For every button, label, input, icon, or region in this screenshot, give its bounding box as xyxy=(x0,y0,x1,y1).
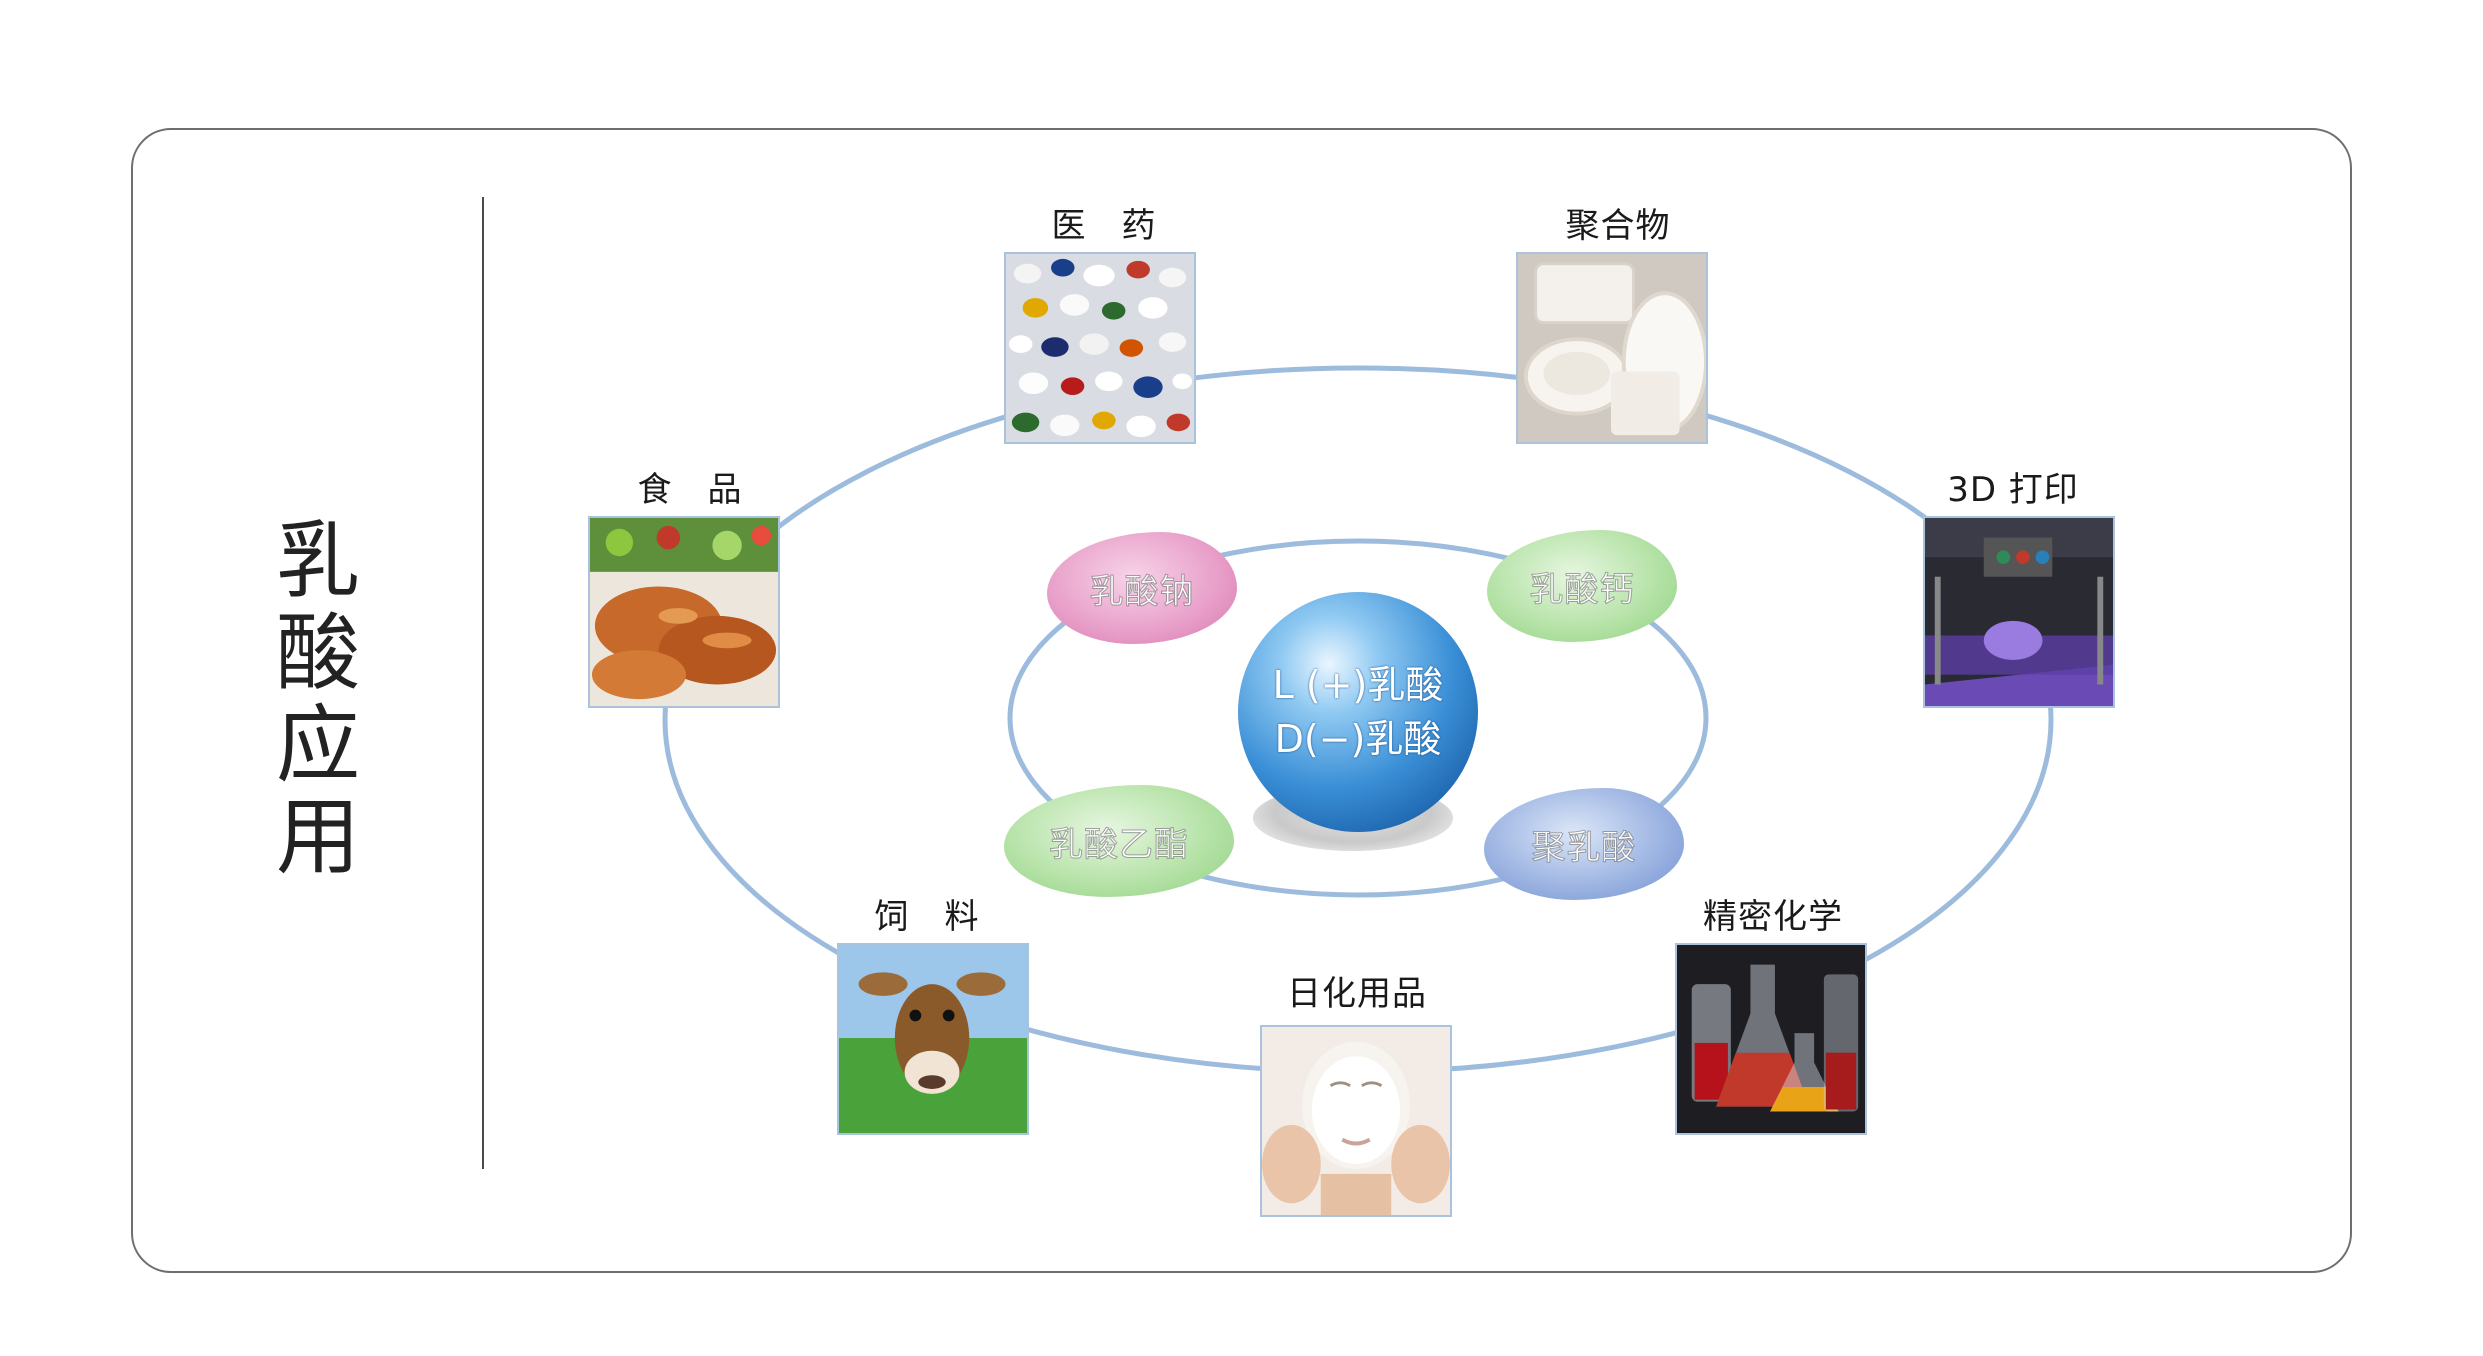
page-title: 乳 酸 应 用 xyxy=(268,515,368,883)
pills-image xyxy=(1004,252,1196,444)
label-fine-chemicals: 精密化学 xyxy=(1703,897,1843,937)
cow-image xyxy=(837,943,1029,1135)
vertical-divider xyxy=(482,197,484,1169)
derivative-label: 乳酸钙 xyxy=(1529,569,1635,610)
green-leaf-shape xyxy=(1004,785,1234,897)
derivative-label: 聚乳酸 xyxy=(1531,827,1637,868)
blue-leaf-shape xyxy=(1484,788,1684,900)
lactic-acid-sphere: L (+)乳酸 D(−)乳酸 xyxy=(1238,592,1478,832)
title-char: 乳 xyxy=(275,512,360,610)
title-char: 用 xyxy=(275,788,360,886)
title-char: 应 xyxy=(275,696,360,794)
3d-printer-image xyxy=(1923,516,2115,708)
content-frame xyxy=(131,128,2352,1273)
meat-salad-image xyxy=(588,516,780,708)
green-leaf-shape xyxy=(1487,530,1677,642)
label-3d-printing: 3D 打印 xyxy=(1947,470,2079,510)
inner-ring xyxy=(1007,538,1709,898)
face-mask-image xyxy=(1260,1025,1452,1217)
center-label-d: D(−)乳酸 xyxy=(1274,717,1442,761)
pink-leaf-shape xyxy=(1047,532,1237,644)
center-label-l: L (+)乳酸 xyxy=(1272,663,1444,707)
derivative-sodium-lactate: 乳酸钠 xyxy=(1047,532,1237,644)
label-polymer: 聚合物 xyxy=(1565,206,1671,246)
derivative-label: 乳酸乙酯 xyxy=(1049,824,1189,865)
derivative-polylactic-acid: 聚乳酸 xyxy=(1484,788,1684,900)
derivative-label: 乳酸钠 xyxy=(1089,571,1195,612)
derivative-ethyl-lactate: 乳酸乙酯 xyxy=(1004,785,1234,897)
label-food: 食 品 xyxy=(637,470,743,510)
tableware-image xyxy=(1516,252,1708,444)
label-daily-chemicals: 日化用品 xyxy=(1287,974,1427,1014)
label-feed: 饲 料 xyxy=(874,897,980,937)
label-medicine: 医 药 xyxy=(1051,206,1157,246)
derivative-calcium-lactate: 乳酸钙 xyxy=(1487,530,1677,642)
lab-glassware-image xyxy=(1675,943,1867,1135)
title-char: 酸 xyxy=(275,604,360,702)
